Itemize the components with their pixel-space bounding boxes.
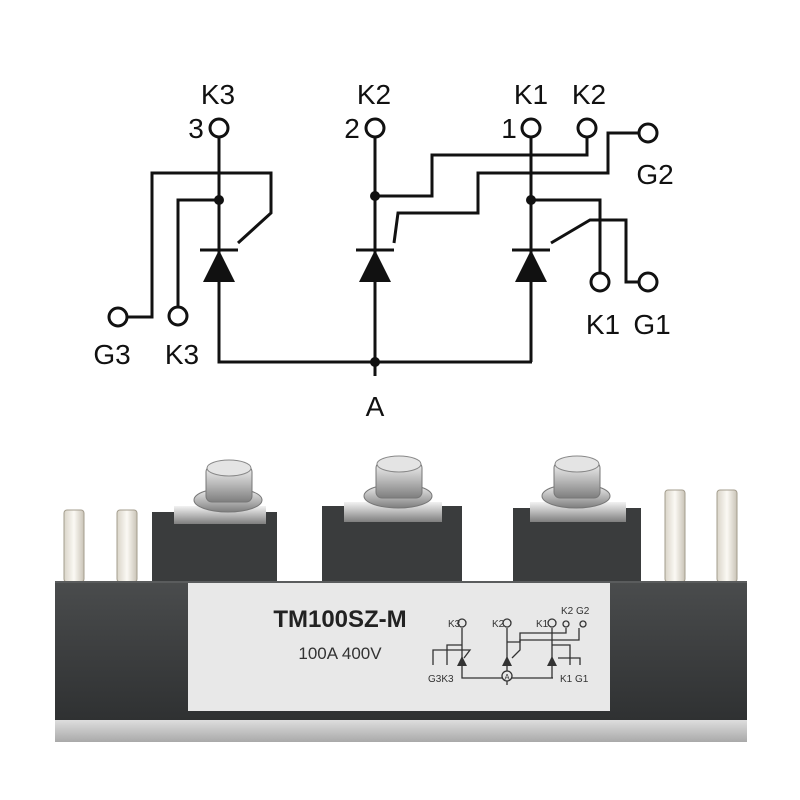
screw-terminal [530,455,626,522]
label-g3: G3 [93,339,130,370]
part-number: TM100SZ-M [273,606,406,633]
rating: 100A 400V [298,644,382,663]
label-k1: K1 [514,79,548,110]
screw-terminal [174,459,266,524]
wire-gate3 [128,171,273,319]
terminal-g2 [637,122,659,144]
mini-label-g3-k3: G3K3 [428,674,454,685]
terminal-k3-aux [167,305,189,327]
mini-label-k1-g1: K1 G1 [560,674,589,685]
terminal-g1 [637,271,659,293]
label-k2: K2 [357,79,391,110]
thyristor-3-symbol [203,250,235,282]
terminal-k1-aux [589,271,611,293]
label-k3-aux: K3 [165,339,199,370]
label-n1: 1 [501,113,517,144]
junction-dot [214,195,224,205]
junction-dot [370,357,380,367]
junction-dot [370,191,380,201]
wire-k1-aux [531,198,602,272]
terminal-k2-aux [576,117,598,139]
label-n2: 2 [344,113,360,144]
label-k3: K3 [201,79,235,110]
module-label-plate [188,583,610,711]
mini-label-k1: K1 [536,619,549,630]
mini-label-k3: K3 [448,619,461,630]
terminal-k1 [520,117,542,139]
thyristor-2-symbol [359,250,391,282]
gate-pins-left [63,509,138,583]
module-illustration: TM100SZ-M 100A 400V K3 K2 K1 K2 G2 [55,455,747,742]
terminal-k2 [364,117,386,139]
terminal-k3 [208,117,230,139]
label-g2: G2 [636,159,673,190]
gate-pins-right [664,489,738,583]
wire-gate1 [550,218,640,284]
wire-k3-aux [176,198,219,306]
label-k1-aux: K1 [586,309,620,340]
base-plate [55,718,747,742]
wire-gate2 [392,131,638,244]
wire-leg3 [217,137,532,364]
label-n3: 3 [188,113,204,144]
mini-label-anode: A [504,673,510,682]
junction-dot [526,195,536,205]
label-g1: G1 [633,309,670,340]
circuit-schematic: K3 3 K2 2 K1 1 K2 G2 K1 G1 G3 K3 A [93,79,673,422]
mini-label-k2: K2 [492,619,505,630]
mini-label-k2-g2: K2 G2 [561,606,590,617]
label-mini-schematic [432,618,587,685]
label-k2-aux: K2 [572,79,606,110]
wire-k2-aux [375,137,589,198]
screw-terminal [344,455,442,522]
terminal-g3 [107,306,129,328]
thyristor-1-symbol [515,250,547,282]
label-anode: A [366,391,385,422]
